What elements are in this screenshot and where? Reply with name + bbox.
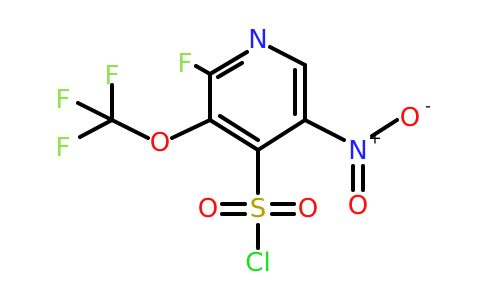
bond-c-f2 — [76, 101, 114, 122]
ring-nitrogen-label: N — [248, 25, 267, 55]
bond-o-c — [110, 118, 150, 140]
bond-c3-c4-inner — [218, 114, 260, 142]
ring-fluorine-label: F — [178, 49, 193, 79]
bonds — [76, 45, 399, 250]
bond-c4-c5 — [256, 118, 307, 152]
cf3-fluorine-top-label: F — [105, 61, 120, 91]
bond-n1-c2-inner — [216, 61, 244, 79]
nitro-nitrogen-charge: + — [368, 129, 381, 148]
bond-c-f3 — [78, 118, 114, 139]
bond-n1-c2 — [208, 50, 249, 76]
bond-c2-f — [194, 64, 212, 76]
chlorine-label: Cl — [245, 248, 270, 278]
sulfonyl-oxygen-right-label: O — [298, 194, 318, 224]
ether-oxygen-label: O — [150, 128, 170, 158]
cf3-fluorine-left-label: F — [56, 85, 71, 115]
bond-c3-o — [170, 118, 212, 140]
nitro-oxygen-bottom-label: O — [348, 191, 368, 221]
charge-labels: + - — [368, 97, 431, 148]
sulfur-label: S — [250, 194, 267, 224]
bond-c6-n1 — [268, 45, 307, 67]
cf3-fluorine-bottom-label: F — [56, 133, 71, 163]
bond-c5-n — [303, 118, 346, 142]
nitro-nitrogen-label: N — [348, 136, 367, 166]
atom-labels: N F O F F F S O O Cl N O O — [56, 25, 421, 278]
nitro-oxygen-charge: - — [425, 97, 431, 116]
bond-n-o-top — [370, 118, 399, 138]
nitro-oxygen-top-label: O — [400, 103, 420, 133]
bond-c3-c4 — [208, 118, 260, 152]
sulfonyl-oxygen-left-label: O — [198, 194, 218, 224]
